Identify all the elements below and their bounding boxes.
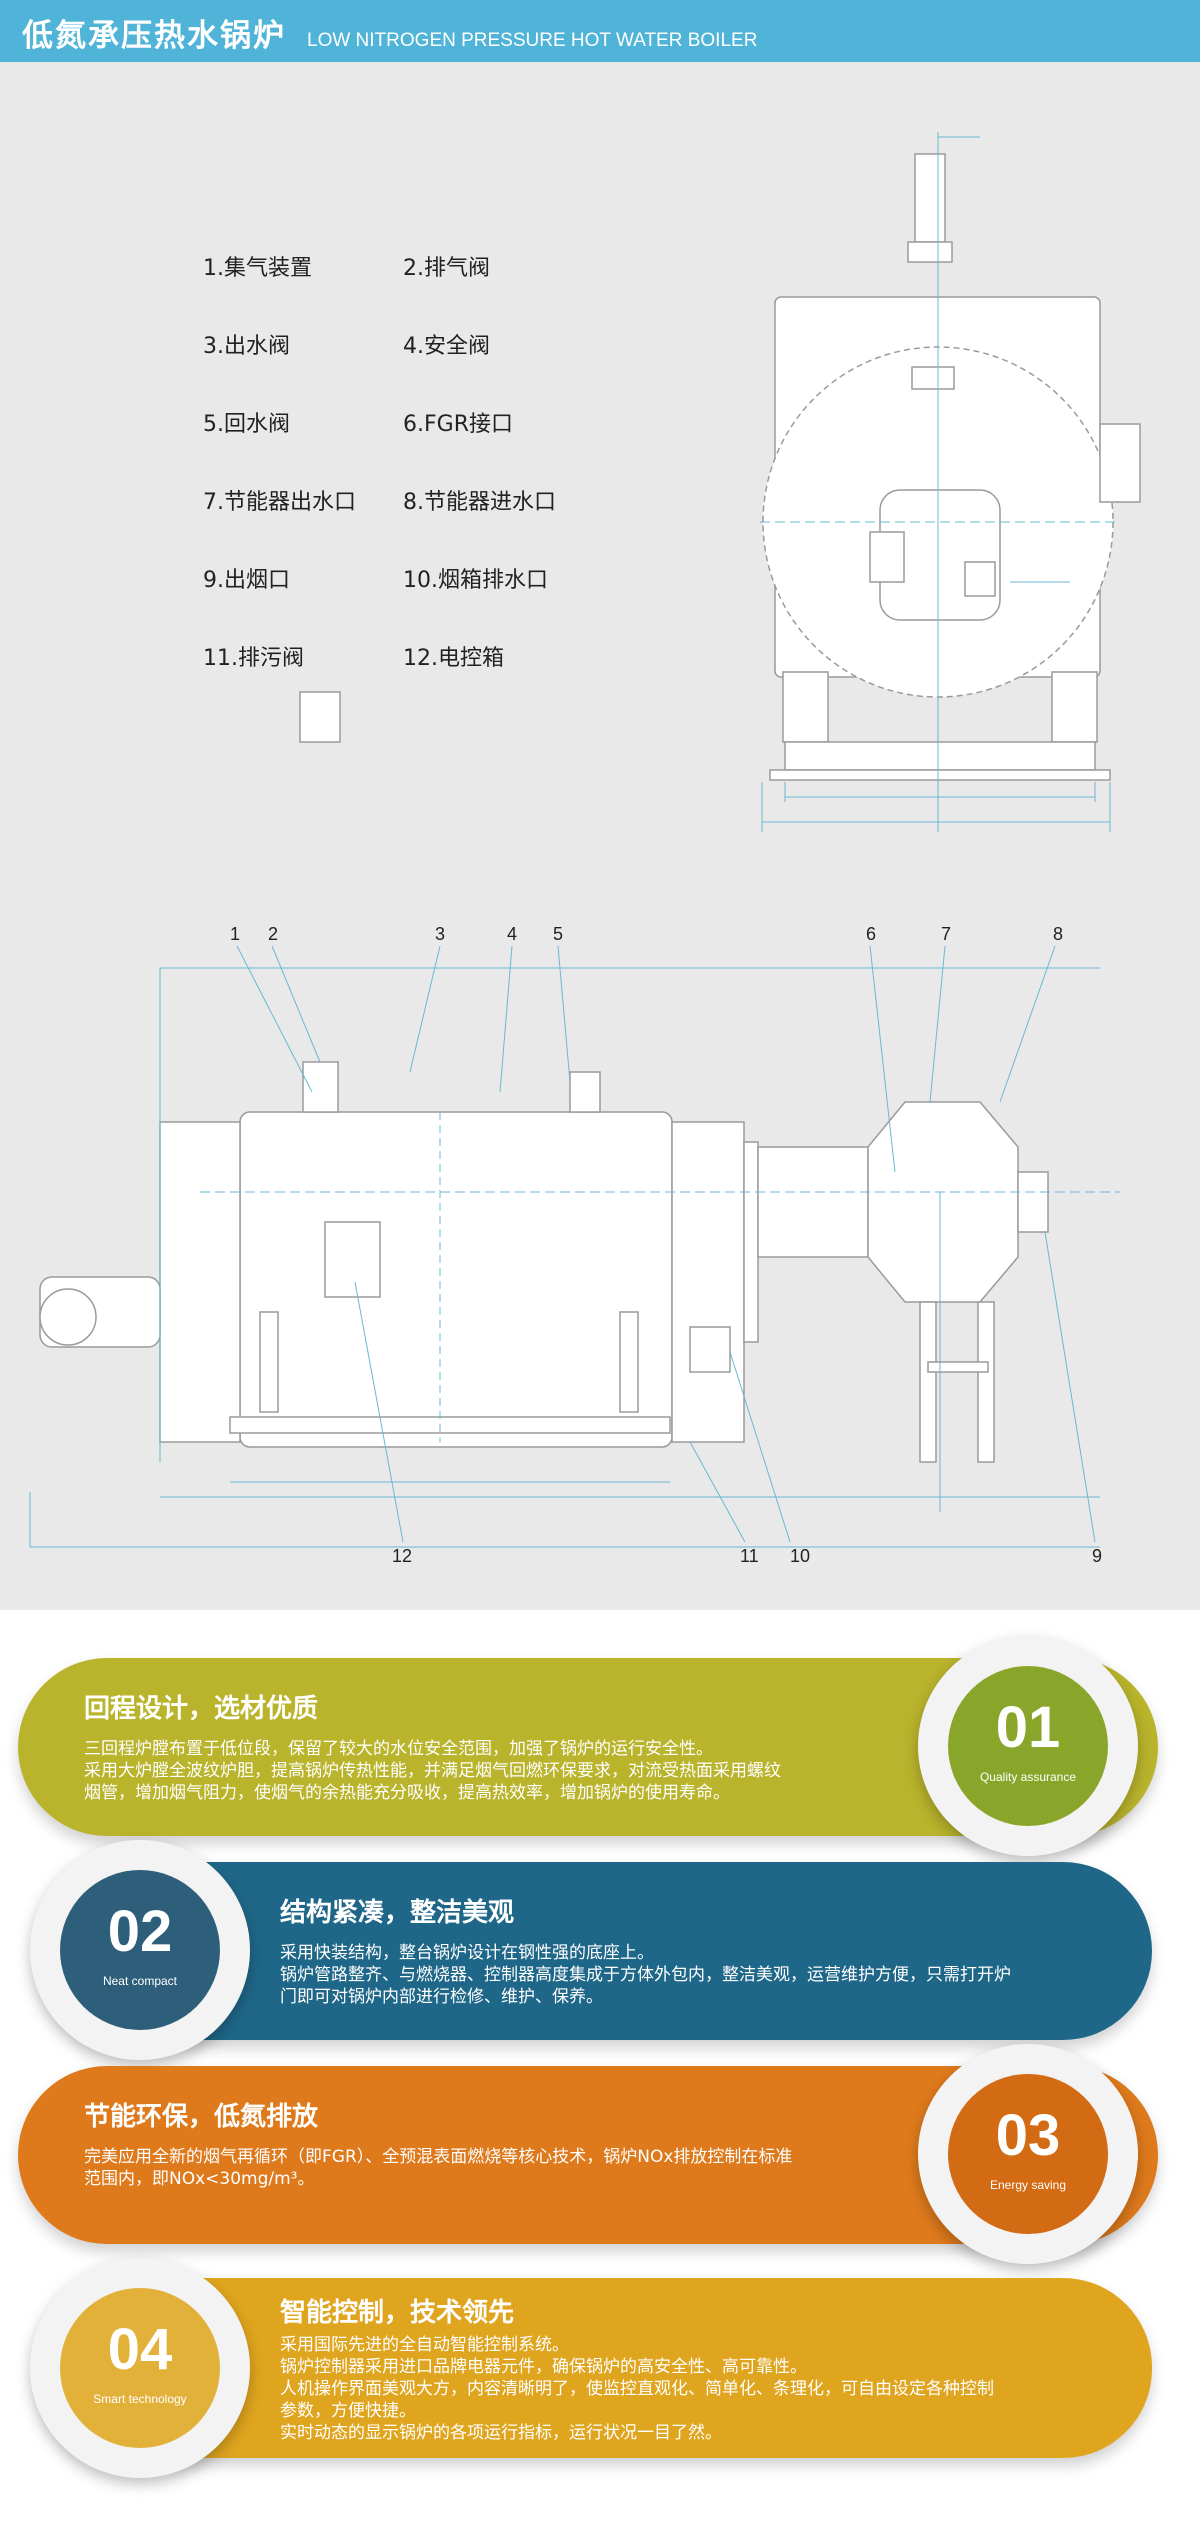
feature-title-3: 节能环保，低氮排放 — [84, 2102, 319, 2132]
part-5: 5.回水阀 — [203, 412, 290, 437]
callout-11: 11 — [740, 1546, 759, 1566]
feature-body-2: 采用快装结构，整台锅炉设计在钢性强的底座上。 锅炉管路整齐、与燃烧器、控制器高度… — [280, 1943, 1011, 2007]
feature-title-1: 回程设计，选材优质 — [84, 1694, 319, 1724]
part-2: 2.排气阀 — [403, 256, 490, 281]
callout-6: 6 — [866, 924, 877, 944]
callout-8: 8 — [1053, 924, 1064, 944]
part-8: 8.节能器进水口 — [403, 490, 556, 515]
boiler-drawing — [29, 132, 1141, 1548]
callout-3: 3 — [435, 924, 446, 944]
flue-duct — [757, 1146, 869, 1258]
front-collector-box — [914, 153, 946, 243]
callout-1: 1 — [230, 924, 241, 944]
part-9: 9.出烟口 — [203, 568, 290, 593]
page-title: 低氮承压热水锅炉 — [22, 18, 286, 54]
feature-subtitle-1: Quality assurance — [979, 1770, 1077, 1784]
part-7: 7.节能器出水口 — [203, 490, 356, 515]
part-12: 12.电控箱 — [403, 646, 504, 671]
feature-badge-3: 03 Energy saving — [918, 2044, 1138, 2264]
callout-5: 5 — [553, 924, 564, 944]
feature-title-4: 智能控制，技术领先 — [280, 2298, 515, 2328]
feature-title-2: 结构紧凑，整洁美观 — [280, 1898, 515, 1928]
page-title-en: LOW NITROGEN PRESSURE HOT WATER BOILER — [307, 30, 758, 51]
part-4: 4.安全阀 — [403, 334, 490, 359]
callout-7: 7 — [941, 924, 952, 944]
callout-12: 12 — [392, 1546, 413, 1566]
side-body — [239, 1111, 673, 1448]
feature-number-3: 03 — [995, 2103, 1061, 2168]
feature-badge-1: 01 Quality assurance — [918, 1636, 1138, 1856]
feature-number-2: 02 — [107, 1899, 173, 1964]
feature-badge-4: 04 Smart technology — [30, 2258, 250, 2478]
feature-number-1: 01 — [995, 1695, 1061, 1760]
part-6: 6.FGR接口 — [403, 412, 513, 437]
callout-2: 2 — [268, 924, 279, 944]
feature-subtitle-2: Neat compact — [102, 1974, 178, 1988]
feature-body-3: 完美应用全新的烟气再循环（即FGR）、全预混表面燃烧等核心技术，锅炉NOx排放控… — [84, 2147, 793, 2189]
front-door — [159, 1121, 241, 1443]
feature-body-1: 三回程炉膛布置于低位段，保留了较大的水位安全范围，加强了锅炉的运行安全性。 采用… — [84, 1739, 781, 1803]
part-3: 3.出水阀 — [203, 334, 290, 359]
feature-body-4: 采用国际先进的全自动智能控制系统。 锅炉控制器采用进口品牌电器元件，确保锅炉的高… — [280, 2335, 994, 2443]
part-11: 11.排污阀 — [203, 646, 304, 671]
features-section: 回程设计，选材优质 三回程炉膛布置于低位段，保留了较大的水位安全范围，加强了锅炉… — [0, 1610, 1200, 2523]
callout-4: 4 — [507, 924, 518, 944]
feature-subtitle-3: Energy saving — [989, 2178, 1067, 2192]
diagram-area: 1.集气装置 2.排气阀 3.出水阀 4.安全阀 5.回水阀 6.FGR接口 7… — [0, 62, 1200, 1610]
callout-9: 9 — [1092, 1546, 1103, 1566]
feature-badge-2: 02 Neat compact — [30, 1840, 250, 2060]
feature-subtitle-4: Smart technology — [93, 2392, 187, 2406]
header-bar: 低氮承压热水锅炉 LOW NITROGEN PRESSURE HOT WATER… — [0, 0, 1200, 62]
feature-number-4: 04 — [107, 2317, 173, 2382]
callout-10: 10 — [790, 1546, 811, 1566]
part-1: 1.集气装置 — [203, 256, 312, 281]
part-10: 10.烟箱排水口 — [403, 568, 548, 593]
